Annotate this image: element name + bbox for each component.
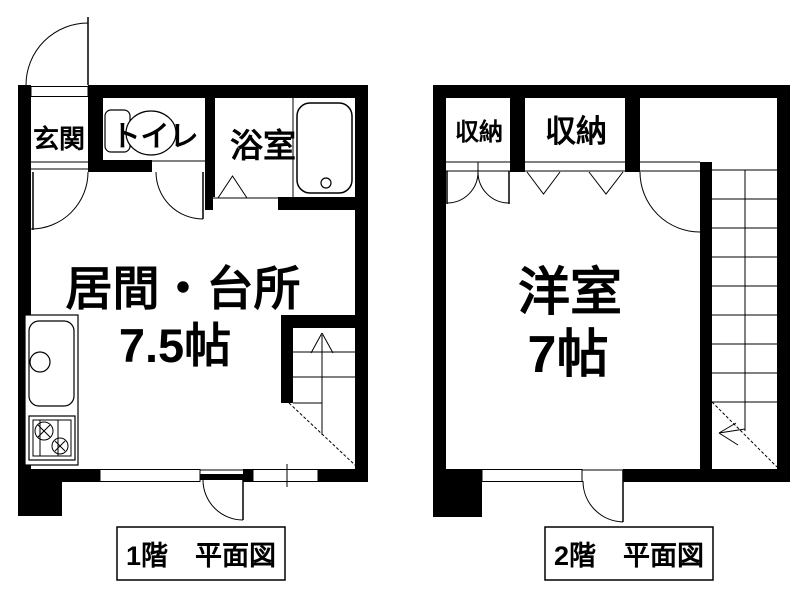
f2-right-wall xyxy=(777,98,790,482)
f1-terrace-door-panel xyxy=(200,474,243,480)
f1-stove-burner1 xyxy=(34,421,54,441)
f1-front-door-arc xyxy=(25,22,89,86)
f2-stair-cut-line xyxy=(711,401,778,468)
f1-stair-cut-line xyxy=(288,402,357,467)
f1-genkan-pier xyxy=(88,98,103,172)
f1-bath-door-triangle xyxy=(217,175,248,199)
f2-caption-box xyxy=(544,526,714,581)
f2-stair-wall xyxy=(700,162,712,473)
f2-stair-down-arrowhead-top xyxy=(718,422,737,434)
f1-label-living-line2: 7.5帖 xyxy=(119,319,231,372)
f1-bottom-pier xyxy=(243,469,253,482)
f1-kitchen-sink xyxy=(28,320,75,407)
f2-bottom-wall-right xyxy=(623,469,790,482)
f1-stair-left-wall xyxy=(281,315,293,403)
f1-top-wall xyxy=(88,85,368,98)
f1-bottom-corner-block xyxy=(18,469,62,516)
f2-closet1-arc-left xyxy=(446,171,479,204)
f1-bathtub xyxy=(296,102,353,194)
f2-stair-down-arrow-shaft xyxy=(718,428,746,434)
f1-stair-top-wall xyxy=(283,315,368,328)
f2-room-door-arc xyxy=(639,171,701,233)
f1-kitchen-faucet xyxy=(29,351,51,373)
f1-stove-burner2 xyxy=(51,437,69,455)
f1-entrance-threshold xyxy=(30,86,89,97)
f1-stove xyxy=(28,415,76,461)
f2-closet1-arc-right xyxy=(477,171,510,204)
f1-stove-burner2-cross2 xyxy=(54,440,66,452)
f1-label-bath: 浴室 xyxy=(230,127,296,164)
f2-balcony-door-arc xyxy=(582,480,624,523)
f2-closet-divider-wall xyxy=(510,98,525,172)
f2-closet-right-wall xyxy=(625,98,640,172)
f1-stove-inner xyxy=(32,419,72,457)
f2-label-western-room-line2: 7帖 xyxy=(528,326,609,384)
f1-bathtub-drain xyxy=(320,177,332,189)
f1-window-left xyxy=(99,469,201,482)
f1-bath-bottom-wall-left xyxy=(205,197,213,210)
f2-window xyxy=(481,469,583,482)
f2-label-closet-small: 収納 xyxy=(455,118,503,146)
f2-label-western-room-line1: 洋室 xyxy=(518,264,622,322)
f1-bath-bottom-wall-right xyxy=(278,197,368,210)
f1-window-right xyxy=(252,469,319,482)
f1-caption-text: 1階 平面図 xyxy=(126,541,276,571)
f2-closet2-fold-door-v2 xyxy=(588,171,624,195)
f1-toilet-door-arc xyxy=(155,171,204,220)
floor2-plan: 収納 収納 洋室 7帖 xyxy=(433,85,790,523)
captions: 1階 平面図 2階 平面図 xyxy=(116,526,714,581)
f2-left-wall xyxy=(433,98,446,482)
f2-closet2-fold-door-v1 xyxy=(526,171,561,195)
f2-stair-down-arrowhead-bottom xyxy=(718,432,739,446)
f1-label-entrance: 玄関 xyxy=(33,124,85,154)
f1-label-living-line1: 居間・台所 xyxy=(66,262,301,315)
f1-bottom-wall-right xyxy=(318,469,368,482)
f2-top-wall xyxy=(433,85,790,98)
f1-stair-up-arrowhead-left xyxy=(310,332,323,354)
f1-caption-box xyxy=(116,526,286,581)
f2-label-closet-large: 収納 xyxy=(545,114,607,149)
f2-caption-text: 2階 平面図 xyxy=(554,541,704,571)
f1-terrace-door-arc xyxy=(202,479,244,521)
f1-stair-up-arrowhead-right xyxy=(321,332,334,354)
f1-stove-burner1-cross2 xyxy=(37,424,51,438)
f1-label-toilet: トイレ xyxy=(111,121,198,153)
f1-right-wall xyxy=(355,85,368,482)
floor1-plan: 玄関 トイレ 浴室 居間・台所 7.5帖 xyxy=(18,17,368,521)
f1-toilet-bottom-wall xyxy=(90,160,152,172)
f1-genkan-door-arc xyxy=(30,171,89,230)
f1-toilet-bath-wall xyxy=(205,98,215,197)
f1-toilet-bowl xyxy=(125,110,177,156)
f2-bottom-corner-block xyxy=(433,469,482,517)
